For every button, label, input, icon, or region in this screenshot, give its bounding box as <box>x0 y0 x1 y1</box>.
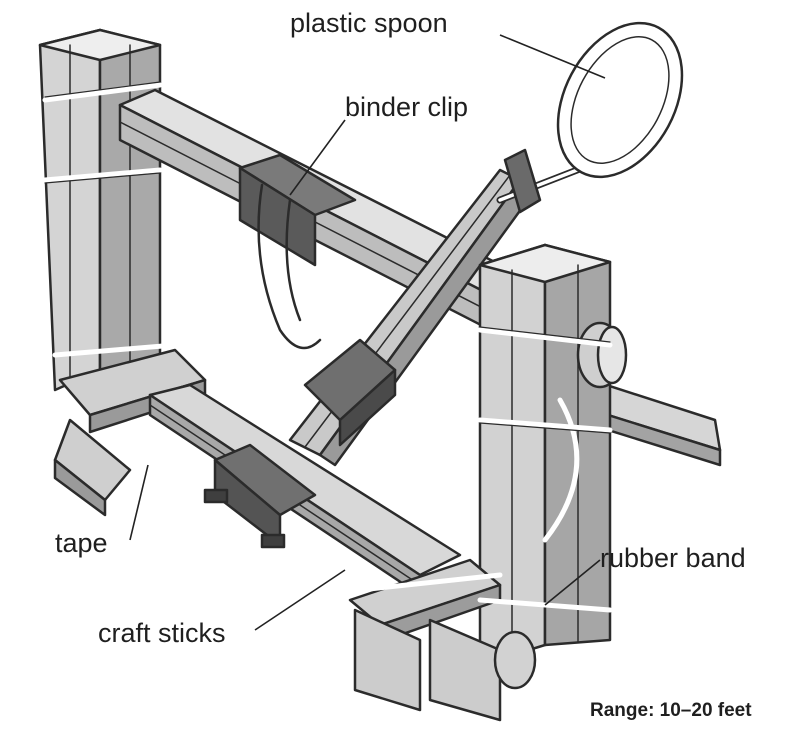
binder-clip-leader <box>289 119 346 196</box>
spoon-leader <box>499 34 606 79</box>
craft-sticks-leader <box>254 569 346 631</box>
rear-left-post <box>38 28 162 392</box>
rubber-band-leader <box>544 559 601 606</box>
base-binder-clip <box>203 443 317 549</box>
plastic-spoon <box>496 21 684 214</box>
arm-binder-clip <box>303 338 397 447</box>
right-spool <box>576 321 628 389</box>
label-binder-clip: binder clip <box>345 92 469 122</box>
front-bottom-sticks <box>348 558 537 722</box>
label-craft-sticks: craft sticks <box>98 618 226 648</box>
rubber-bands <box>42 82 613 613</box>
leader-lines <box>129 34 606 631</box>
rubber-band-outlines <box>44 81 611 434</box>
tape-leader <box>129 464 149 541</box>
label-plastic-spoon: plastic spoon <box>290 8 448 38</box>
label-tape: tape <box>55 528 108 558</box>
range-caption: Range: 10–20 feet <box>590 700 752 721</box>
label-rubber-band: rubber band <box>600 543 746 573</box>
